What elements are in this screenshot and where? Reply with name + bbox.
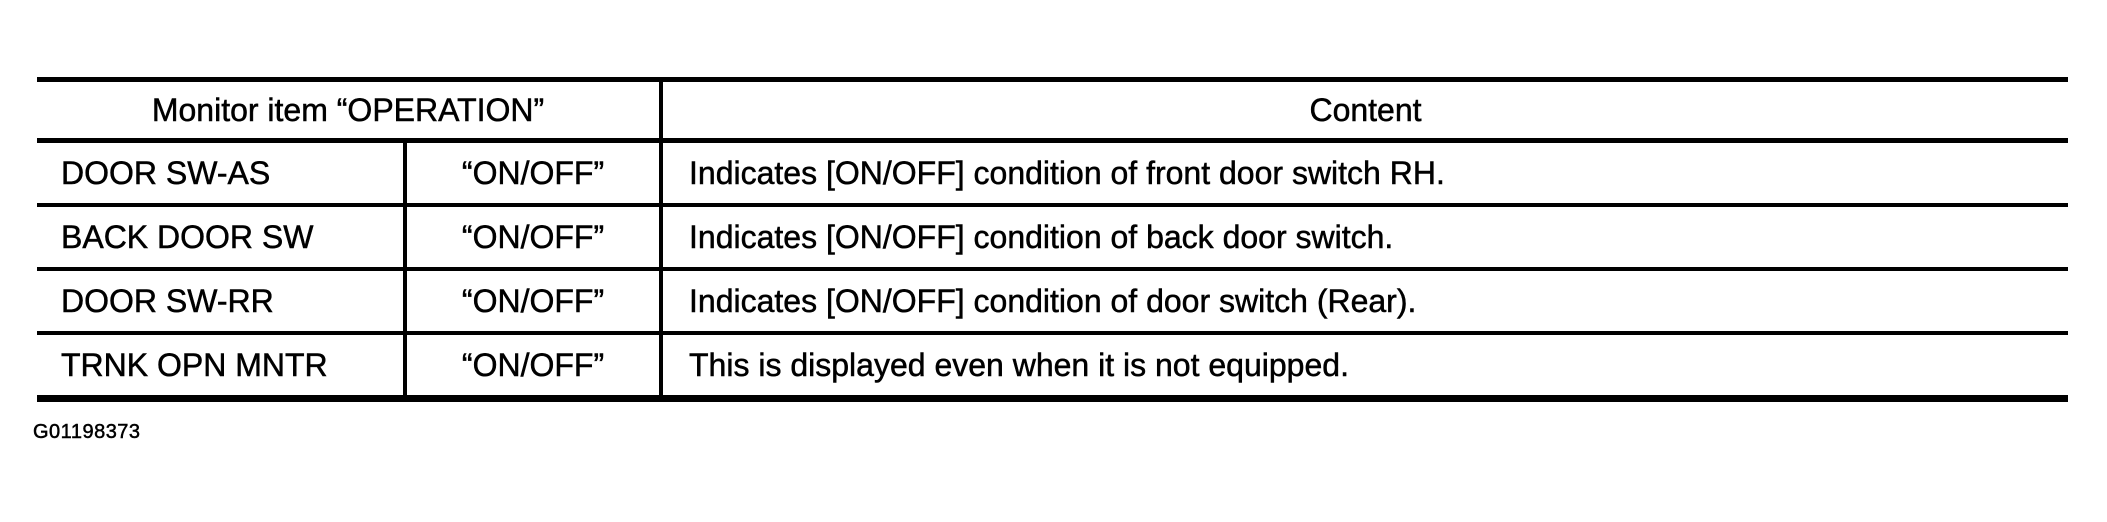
table-row: TRNK OPN MNTR “ON/OFF” This is displayed… [37, 335, 2068, 402]
header-monitor-item-operation: Monitor item “OPERATION” [151, 91, 545, 128]
table-row: DOOR SW-RR “ON/OFF” Indicates [ON/OFF] c… [37, 271, 2068, 335]
cell-content: Indicates [ON/OFF] condition of back doo… [659, 207, 2068, 267]
monitor-item-table: Monitor item “OPERATION” Content DOOR SW… [37, 77, 2068, 402]
cell-monitor-item: DOOR SW-RR [61, 282, 274, 319]
cell-monitor-item: DOOR SW-AS [61, 154, 271, 191]
cell-monitor-item: BACK DOOR SW [61, 218, 314, 255]
cell-content: Indicates [ON/OFF] condition of door swi… [659, 271, 2068, 331]
cell-content: This is displayed even when it is not eq… [659, 335, 2068, 395]
table-row: DOOR SW-AS “ON/OFF” Indicates [ON/OFF] c… [37, 143, 2068, 207]
cell-monitor-item: TRNK OPN MNTR [61, 346, 328, 383]
table-row: BACK DOOR SW “ON/OFF” Indicates [ON/OFF]… [37, 207, 2068, 271]
header-content: Content [659, 82, 2068, 138]
cell-operation-value: “ON/OFF” [403, 271, 659, 331]
cell-operation-value: “ON/OFF” [403, 207, 659, 267]
cell-operation-value: “ON/OFF” [403, 335, 659, 395]
figure-id: G01198373 [33, 421, 141, 444]
table-body: DOOR SW-AS “ON/OFF” Indicates [ON/OFF] c… [37, 143, 2068, 402]
table-header-row: Monitor item “OPERATION” Content [37, 77, 2068, 143]
cell-operation-value: “ON/OFF” [403, 143, 659, 203]
cell-content: Indicates [ON/OFF] condition of front do… [659, 143, 2068, 203]
